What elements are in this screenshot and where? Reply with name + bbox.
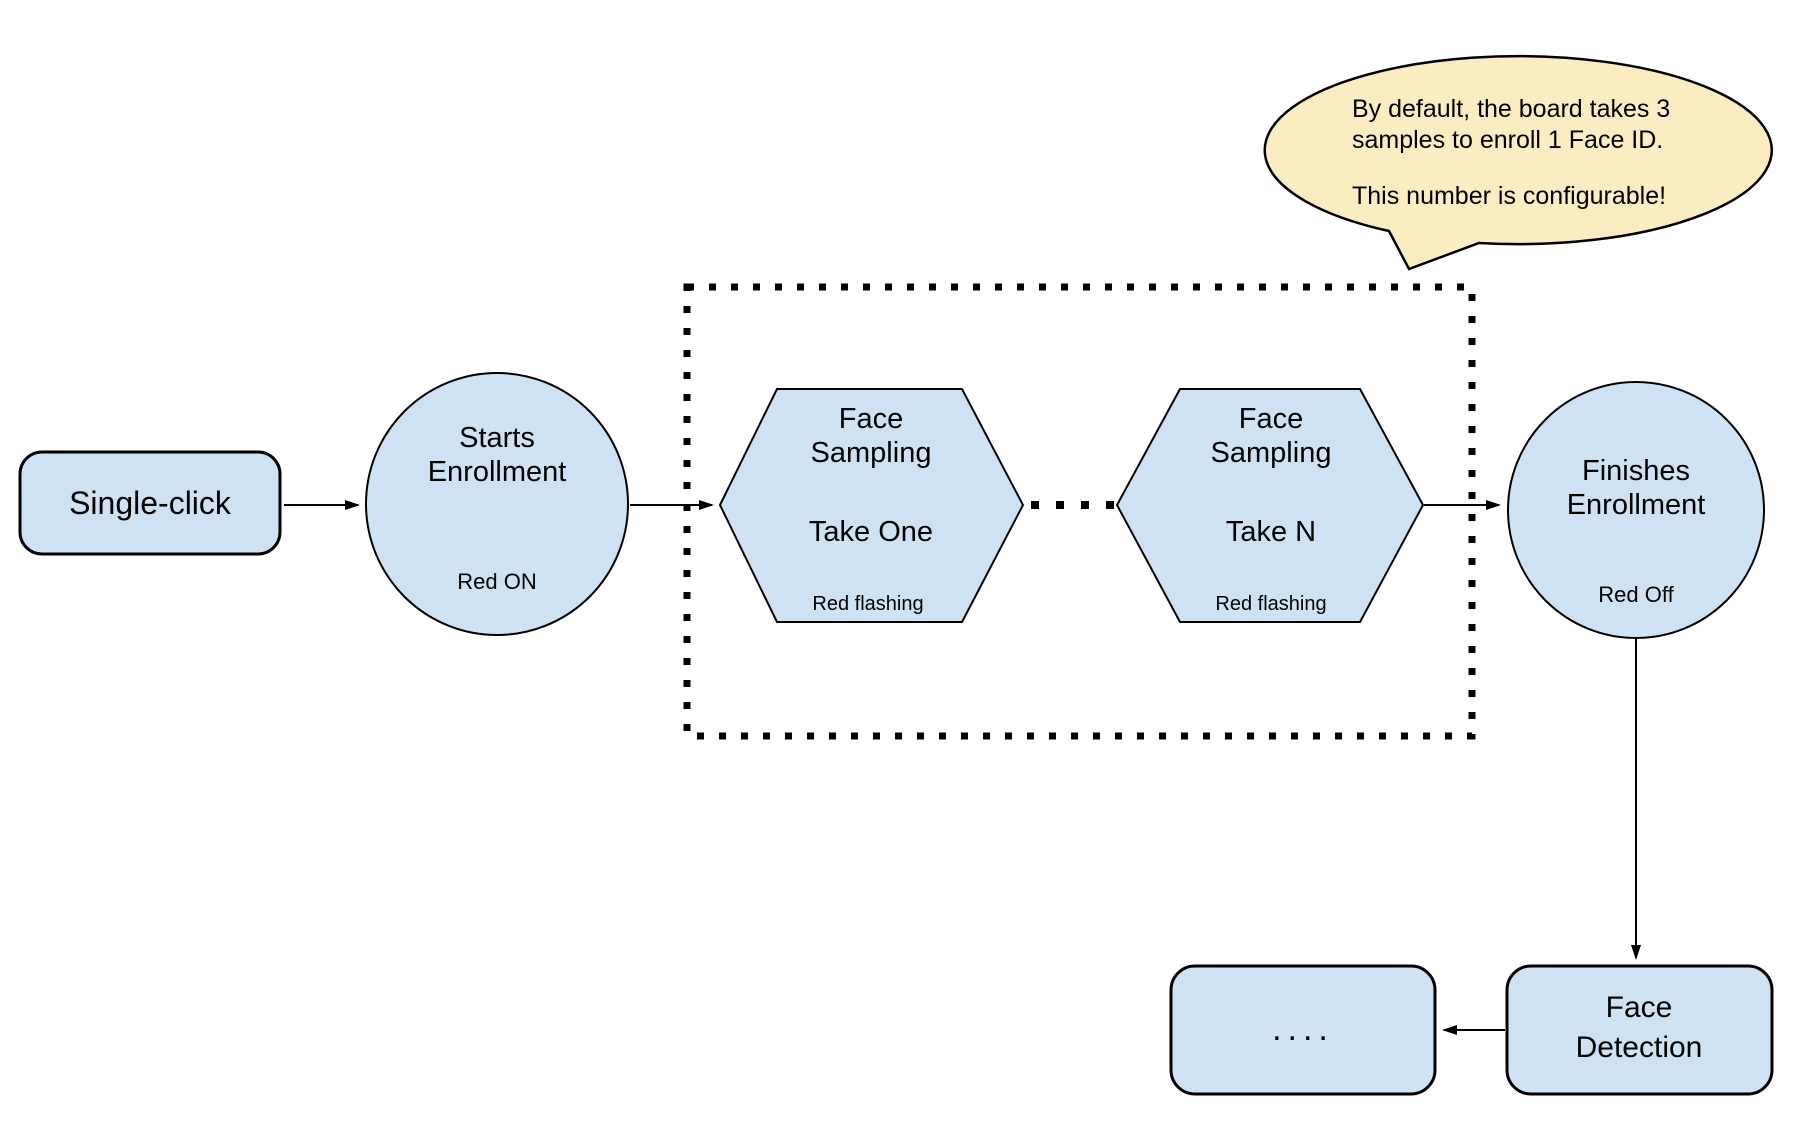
- face-detection-label-line2: Detection: [1576, 1031, 1703, 1064]
- face-sampling-one-label-line2: Sampling: [811, 437, 932, 469]
- single-click-label: Single-click: [69, 485, 232, 521]
- callout-line-2: samples to enroll 1 Face ID.: [1352, 126, 1663, 154]
- starts-enrollment-label-line2: Enrollment: [428, 456, 567, 488]
- face-sampling-n-node: [1115, 388, 1425, 623]
- face-sampling-one-take-label: Take One: [809, 516, 933, 548]
- finishes-enrollment-status: Red Off: [1598, 582, 1674, 607]
- starts-enrollment-label-line1: Starts: [459, 422, 535, 454]
- finishes-enrollment-label-line2: Enrollment: [1567, 489, 1706, 521]
- starts-enrollment-status: Red ON: [457, 569, 536, 594]
- face-sampling-n-label-line2: Sampling: [1211, 437, 1332, 469]
- face-sampling-one-node: [718, 388, 1025, 623]
- callout-bubble: [1263, 54, 1773, 271]
- face-sampling-n-label-line1: Face: [1239, 403, 1303, 435]
- callout-line-1: By default, the board takes 3: [1352, 95, 1670, 123]
- face-sampling-n-status: Red flashing: [1215, 593, 1326, 615]
- face-sampling-one-status: Red flashing: [812, 593, 923, 615]
- single-click-node: [18, 450, 282, 556]
- finishes-enrollment-label-line1: Finishes: [1582, 455, 1690, 487]
- continuation-label: ....: [1272, 1010, 1334, 1048]
- face-detection-label-line1: Face: [1606, 991, 1673, 1024]
- face-sampling-n-take-label: Take N: [1226, 516, 1316, 548]
- face-detection-node: [1505, 964, 1774, 1096]
- starts-enrollment-node: [365, 372, 629, 636]
- continuation-node: [1169, 964, 1437, 1096]
- callout-line-3: This number is configurable!: [1352, 182, 1666, 210]
- face-sampling-one-label-line1: Face: [839, 403, 903, 435]
